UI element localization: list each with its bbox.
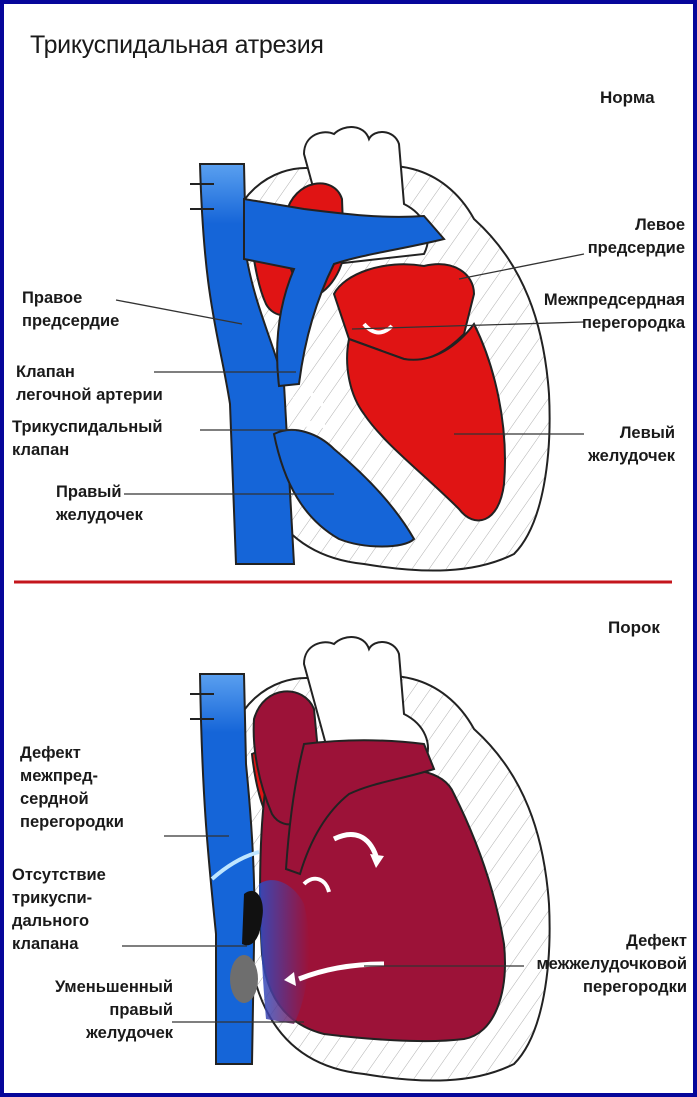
label-pulmonary-valve: Клапан легочной артерии bbox=[16, 361, 163, 407]
diagram-card: Трикуспидальная атрезия Норма Порок Лево… bbox=[4, 4, 693, 1093]
normal-heading: Норма bbox=[600, 86, 655, 109]
page-title: Трикуспидальная атрезия bbox=[30, 34, 324, 57]
label-no-tricuspid: Отсутствие трикуспи- дального клапана bbox=[12, 864, 106, 956]
small-right-ventricle bbox=[230, 955, 258, 1003]
defect-mixing-zone bbox=[259, 880, 309, 1024]
label-vsd: Дефект межжелудочковой перегородки bbox=[536, 930, 687, 999]
label-right-atrium: Правое предсердие bbox=[22, 287, 119, 333]
label-small-rv: Уменьшенный правый желудочек bbox=[55, 976, 173, 1045]
defect-heading: Порок bbox=[608, 616, 660, 639]
label-asd: Дефект межпред- сердной перегородки bbox=[20, 742, 124, 834]
defect-heart bbox=[190, 637, 550, 1081]
label-left-ventricle: Левый желудочек bbox=[588, 422, 675, 468]
label-right-ventricle: Правый желудочек bbox=[56, 481, 143, 527]
label-atrial-septum: Межпредсердная перегородка bbox=[544, 289, 685, 335]
label-left-atrium: Левое предсердие bbox=[588, 214, 685, 260]
label-tricuspid-valve: Трикуспидальный клапан bbox=[12, 416, 162, 462]
normal-heart bbox=[190, 127, 550, 571]
